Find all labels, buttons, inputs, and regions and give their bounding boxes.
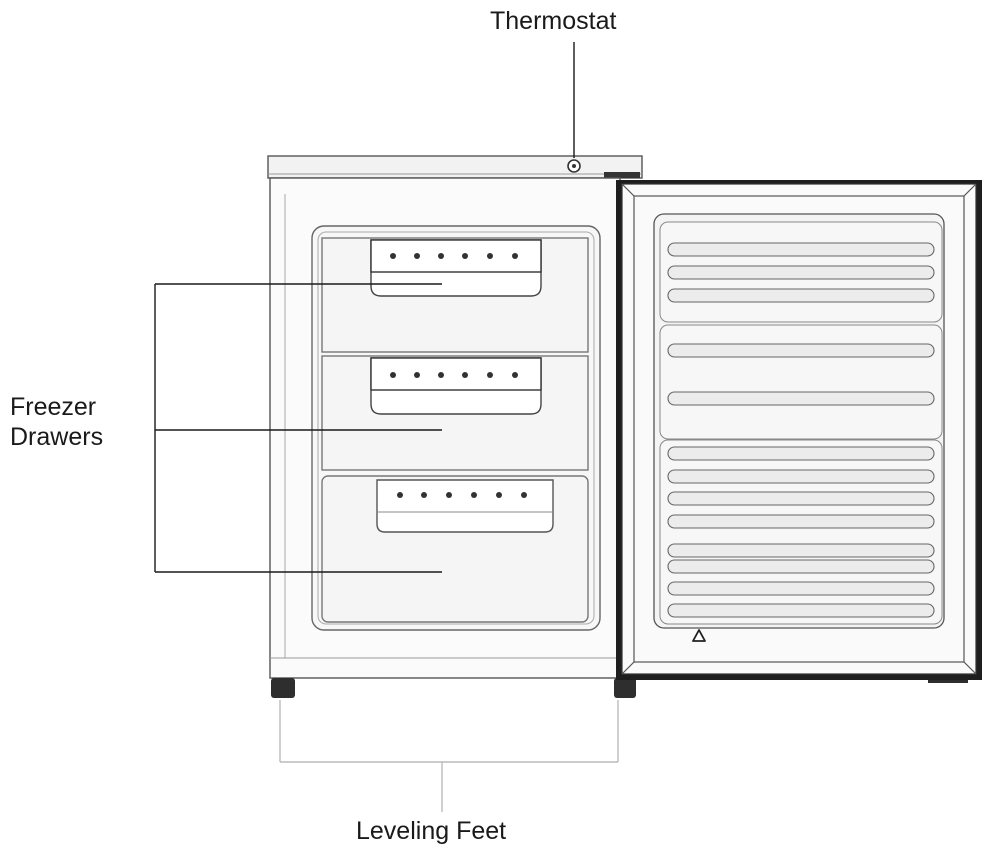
door-panel-lower — [659, 439, 943, 625]
leader-lines — [154, 42, 619, 812]
drawers-bracket — [154, 283, 442, 573]
thermostat-label: Thermostat — [490, 7, 617, 35]
freezer-drawers-label-line-1: Freezer — [10, 393, 97, 421]
door-panel-middle — [659, 324, 943, 440]
hinge — [604, 172, 640, 178]
feet-bracket — [279, 700, 619, 812]
warning-triangle-icon — [692, 629, 706, 642]
cabinet-top — [267, 155, 643, 179]
freezer-drawer-2 — [321, 355, 589, 471]
leveling-feet-label: Leveling Feet — [356, 817, 507, 845]
freezer-door — [616, 180, 982, 680]
freezer-drawers-label: Freezer Drawers — [10, 392, 103, 452]
foot-right — [614, 678, 636, 698]
freezer-drawer-1 — [321, 237, 589, 353]
door-panel-upper — [659, 221, 943, 323]
freezer-drawer-3 — [321, 475, 589, 623]
freezer-drawers-label-line-2: Drawers — [10, 423, 104, 451]
foot-left — [271, 678, 295, 698]
